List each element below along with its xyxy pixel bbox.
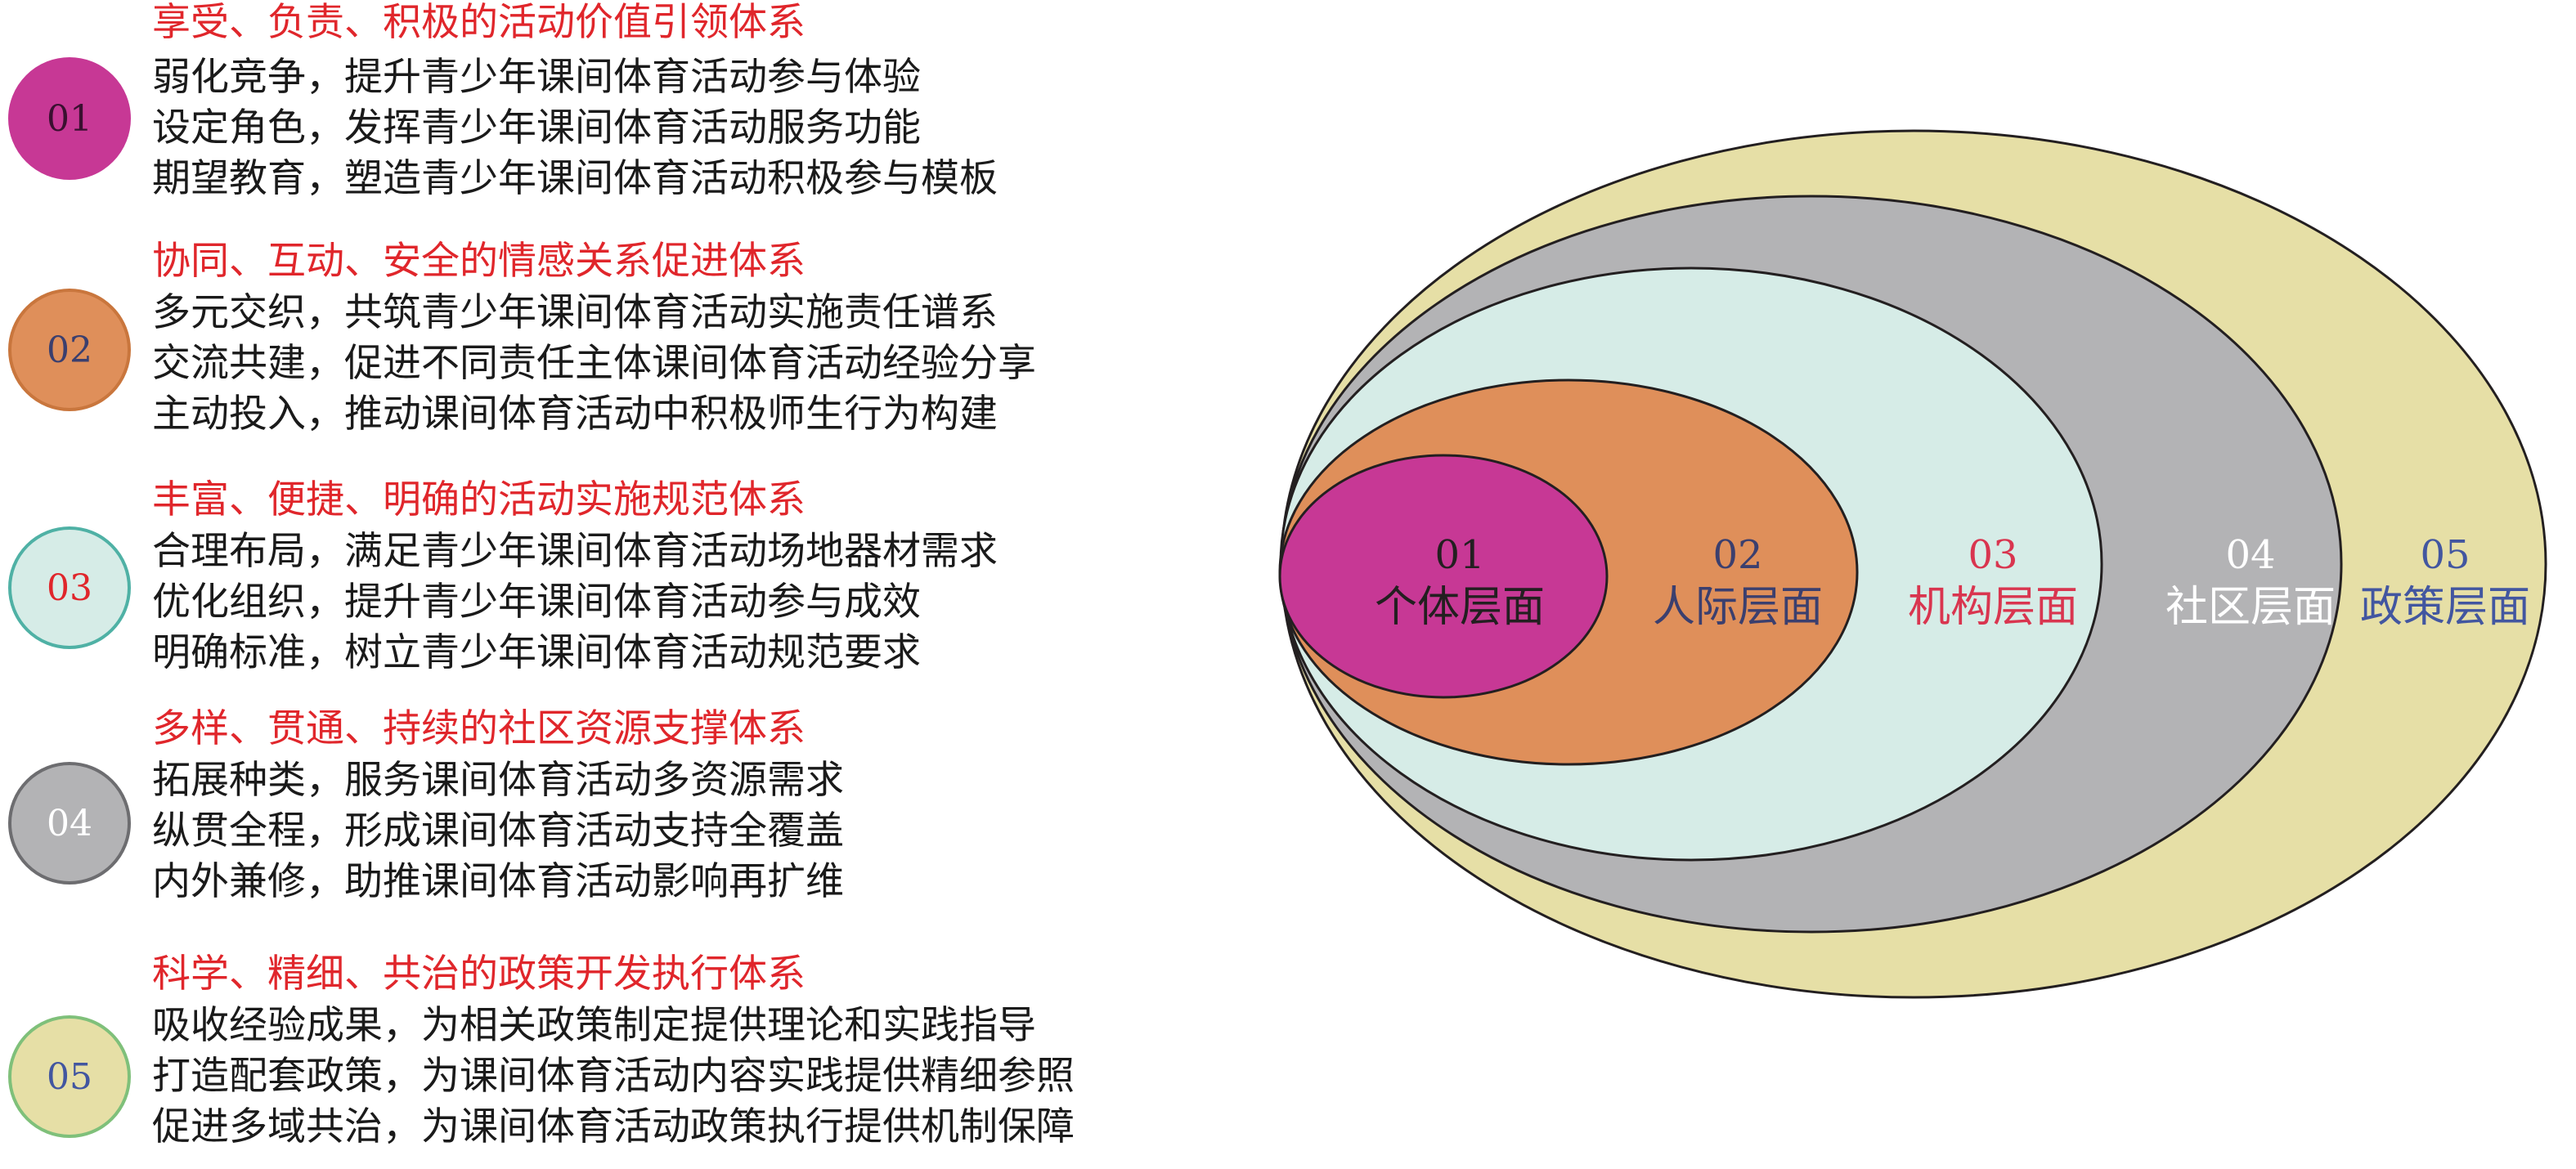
layer-label-02: 人际层面 <box>1653 583 1823 632</box>
system-badge-01: 01 <box>8 57 131 180</box>
system-item: 多元交织，共筑青少年课间体育活动实施责任谱系 <box>152 290 998 335</box>
system-item: 优化组织，提升青少年课间体育活动参与成效 <box>152 580 921 625</box>
system-item: 合理布局，满足青少年课间体育活动场地器材需求 <box>152 529 998 574</box>
system-items: 多元交织，共筑青少年课间体育活动实施责任谱系 交流共建，促进不同责任主体课间体育… <box>152 288 1036 440</box>
system-item: 弱化竞争，提升青少年课间体育活动参与体验 <box>152 55 921 100</box>
system-item: 打造配套政策，为课间体育活动内容实践提供精细参照 <box>152 1054 1075 1099</box>
system-block-01: 01 享受、负责、积极的活动价值引领体系 弱化竞争，提升青少年课间体育活动参与体… <box>0 0 1276 213</box>
system-block-03: 03 丰富、便捷、明确的活动实施规范体系 合理布局，满足青少年课间体育活动场地器… <box>0 476 1276 688</box>
layer-number-05: 05 <box>2420 532 2470 578</box>
system-item: 交流共建，促进不同责任主体课间体育活动经验分享 <box>152 341 1036 386</box>
layer-label-01: 个体层面 <box>1375 583 1545 632</box>
system-item: 拓展种类，服务课间体育活动多资源需求 <box>152 758 844 803</box>
system-block-04: 04 多样、贯通、持续的社区资源支撑体系 拓展种类，服务课间体育活动多资源需求 … <box>0 705 1276 917</box>
system-items: 拓展种类，服务课间体育活动多资源需求 纵贯全程，形成课间体育活动支持全覆盖 内外… <box>152 755 844 907</box>
system-block-05: 05 科学、精细、共治的政策开发执行体系 吸收经验成果，为相关政策制定提供理论和… <box>0 950 1276 1169</box>
system-badge-number: 03 <box>47 567 92 609</box>
system-item: 设定角色，发挥青少年课间体育活动服务功能 <box>152 105 921 150</box>
system-badge-04: 04 <box>8 762 131 885</box>
system-items: 合理布局，满足青少年课间体育活动场地器材需求 优化组织，提升青少年课间体育活动参… <box>152 526 998 679</box>
layer-number-04: 04 <box>2225 532 2275 578</box>
system-items: 吸收经验成果，为相关政策制定提供理论和实践指导 打造配套政策，为课间体育活动内容… <box>152 1001 1075 1153</box>
system-item: 明确标准，树立青少年课间体育活动规范要求 <box>152 630 921 675</box>
system-title: 协同、互动、安全的情感关系促进体系 <box>152 239 806 284</box>
system-badge-05: 05 <box>8 1015 131 1138</box>
system-item: 主动投入，推动课间体育活动中积极师生行为构建 <box>152 392 998 437</box>
system-badge-number: 05 <box>47 1055 92 1098</box>
system-badge-02: 02 <box>8 289 131 411</box>
system-block-02: 02 协同、互动、安全的情感关系促进体系 多元交织，共筑青少年课间体育活动实施责… <box>0 237 1276 450</box>
system-title: 多样、贯通、持续的社区资源支撑体系 <box>152 706 806 751</box>
layer-ellipse-01 <box>1278 454 1609 699</box>
system-title: 科学、精细、共治的政策开发执行体系 <box>152 952 806 997</box>
system-item: 内外兼修，助推课间体育活动影响再扩维 <box>152 859 844 904</box>
system-item: 促进多域共治，为课间体育活动政策执行提供机制保障 <box>152 1104 1075 1149</box>
system-badge-number: 04 <box>47 802 92 844</box>
nested-layers-diagram: 01 个体层面 02 人际层面 03 机构层面 04 社区层面 05 政策层面 <box>1278 129 2547 999</box>
system-item: 吸收经验成果，为相关政策制定提供理论和实践指导 <box>152 1003 1036 1048</box>
layer-label-05: 政策层面 <box>2360 583 2530 632</box>
system-item: 期望教育，塑造青少年课间体育活动积极参与模板 <box>152 156 998 201</box>
system-badge-03: 03 <box>8 526 131 649</box>
system-badge-number: 02 <box>47 329 92 371</box>
system-title: 享受、负责、积极的活动价值引领体系 <box>152 0 806 45</box>
layer-label-04: 社区层面 <box>2165 583 2336 632</box>
system-title: 丰富、便捷、明确的活动实施规范体系 <box>152 477 806 522</box>
system-items: 弱化竞争，提升青少年课间体育活动参与体验 设定角色，发挥青少年课间体育活动服务功… <box>152 52 998 204</box>
system-item: 纵贯全程，形成课间体育活动支持全覆盖 <box>152 808 844 853</box>
layer-number-03: 03 <box>1968 532 2017 578</box>
layer-number-01: 01 <box>1434 532 1484 578</box>
systems-list: 01 享受、负责、积极的活动价值引领体系 弱化竞争，提升青少年课间体育活动参与体… <box>0 0 1276 1169</box>
layer-label-03: 机构层面 <box>1908 583 2078 632</box>
system-badge-number: 01 <box>47 97 92 140</box>
layer-number-02: 02 <box>1712 532 1762 578</box>
